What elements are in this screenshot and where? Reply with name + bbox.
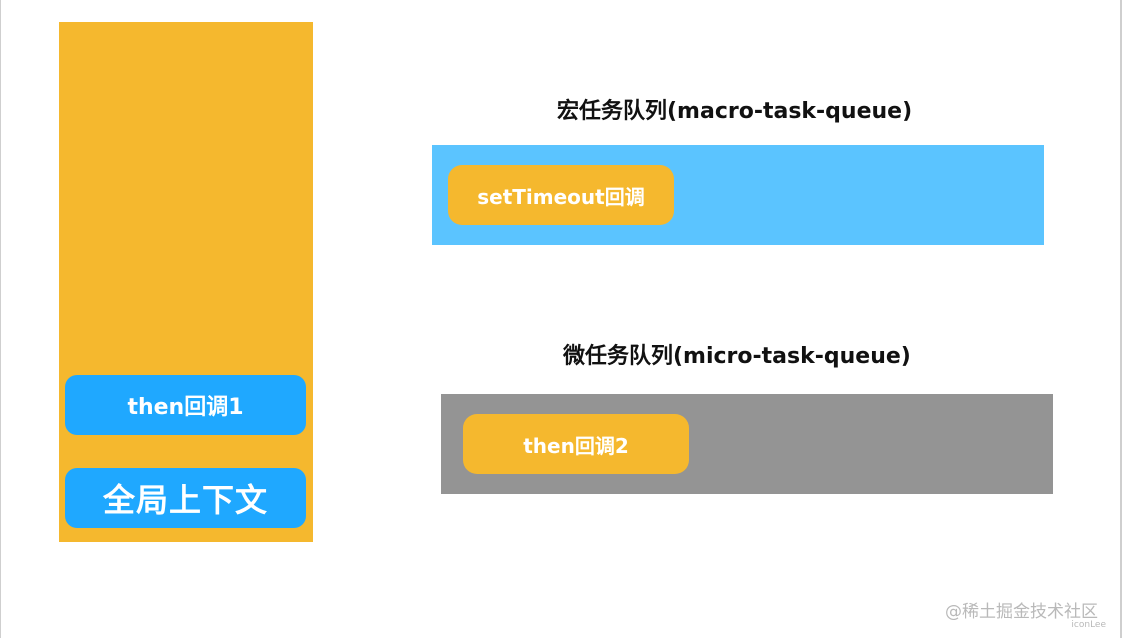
call-stack: then回调1 全局上下文 [59,22,313,542]
micro-queue-title: 微任务队列(micro-task-queue) [563,344,911,369]
task-settimeout-callback: setTimeout回调 [448,165,674,225]
watermark-author: iconLee [1071,620,1106,630]
watermark: @稀土掘金技术社区 [945,602,1098,622]
stack-frame-global-context: 全局上下文 [65,468,306,528]
macro-task-queue: setTimeout回调 [432,145,1044,245]
micro-task-queue: then回调2 [441,394,1053,494]
macro-queue-title: 宏任务队列(macro-task-queue) [557,99,913,124]
stack-frame-then-callback-1: then回调1 [65,375,306,435]
task-then-callback-2: then回调2 [463,414,689,474]
